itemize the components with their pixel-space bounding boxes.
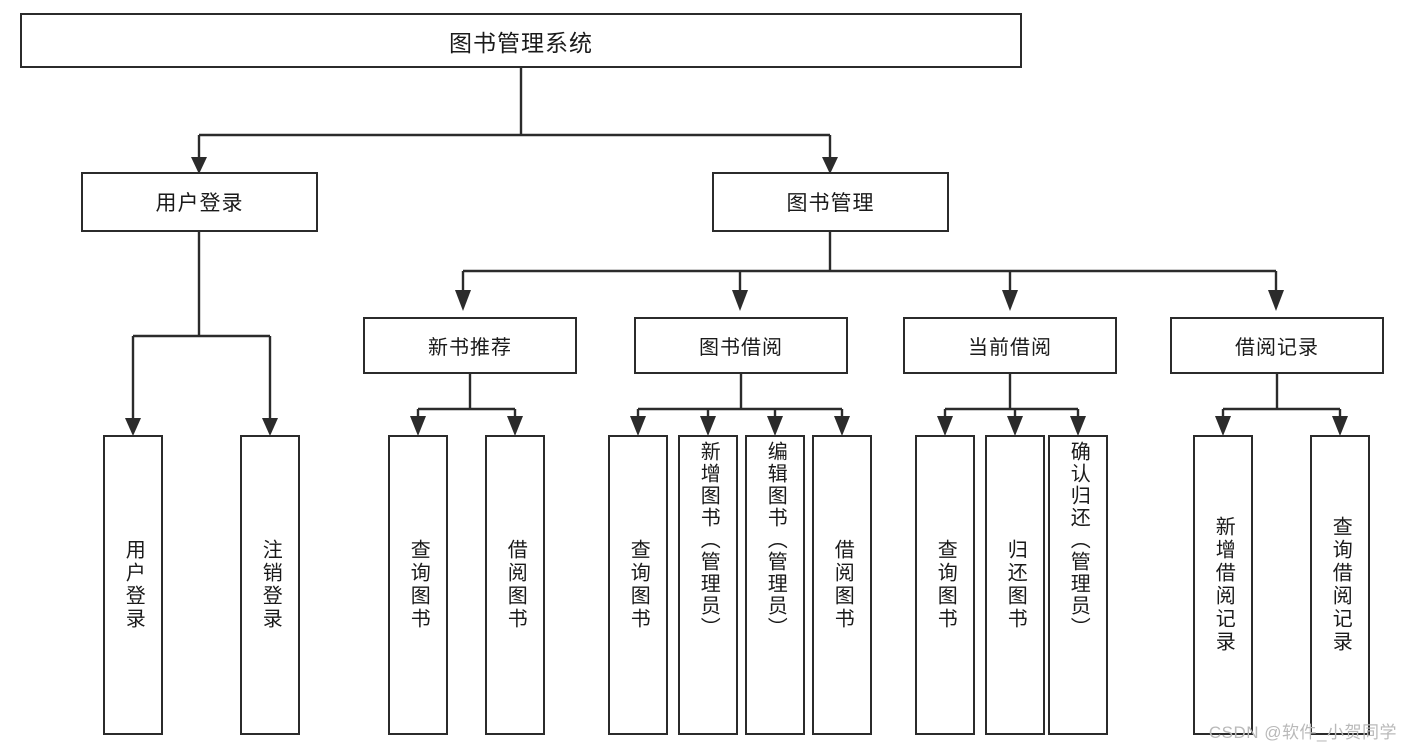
node-root-book-management-system[interactable]: 图书管理系统	[20, 13, 1022, 68]
leaf-label: 借阅图书	[504, 539, 527, 631]
leaf-label: 查询图书	[627, 539, 650, 631]
leaf-query-book-current[interactable]: 查询图书	[915, 435, 975, 735]
leaf-label: 归还图书	[1004, 539, 1027, 631]
node-borrow-record[interactable]: 借阅记录	[1170, 317, 1384, 374]
leaf-label: 用户登录	[122, 539, 145, 631]
leaf-label: 编辑图书（管理员）	[764, 441, 787, 639]
node-label: 借阅记录	[1235, 337, 1319, 359]
leaf-borrow-book[interactable]: 借阅图书	[812, 435, 872, 735]
connector-currentborrow-to-leaves	[937, 374, 1086, 436]
connector-userlogin-to-leaves	[125, 232, 278, 436]
leaf-user-login[interactable]: 用户登录	[103, 435, 163, 735]
connector-borrowrecord-to-leaves	[1215, 374, 1348, 436]
connector-root-to-level1	[191, 68, 838, 174]
connector-bookborrow-to-leaves	[630, 374, 850, 436]
node-user-login[interactable]: 用户登录	[81, 172, 318, 232]
node-book-management[interactable]: 图书管理	[712, 172, 949, 232]
leaf-query-borrow-record[interactable]: 查询借阅记录	[1310, 435, 1370, 735]
leaf-label: 新增借阅记录	[1212, 516, 1235, 654]
watermark-text: CSDN @软件_小贺同学	[1208, 723, 1397, 742]
leaf-add-borrow-record[interactable]: 新增借阅记录	[1193, 435, 1253, 735]
leaf-return-book[interactable]: 归还图书	[985, 435, 1045, 735]
leaf-query-book-recommend[interactable]: 查询图书	[388, 435, 448, 735]
node-label: 图书管理系统	[449, 29, 593, 56]
node-label: 图书管理	[786, 192, 875, 215]
leaf-label: 查询图书	[934, 539, 957, 631]
leaf-label: 查询图书	[407, 539, 430, 631]
leaf-label: 注销登录	[259, 539, 282, 631]
leaf-logout-login[interactable]: 注销登录	[240, 435, 300, 735]
leaf-add-book-admin[interactable]: 新增图书（管理员）	[678, 435, 738, 735]
leaf-edit-book-admin[interactable]: 编辑图书（管理员）	[745, 435, 805, 735]
node-label: 新书推荐	[428, 337, 512, 359]
leaf-query-book-borrow[interactable]: 查询图书	[608, 435, 668, 735]
leaf-label: 借阅图书	[831, 539, 854, 631]
node-label: 用户登录	[155, 192, 244, 215]
leaf-confirm-return-admin[interactable]: 确认归还（管理员）	[1048, 435, 1108, 735]
leaf-label: 查询借阅记录	[1329, 516, 1352, 654]
connector-newbook-to-leaves	[410, 374, 523, 436]
leaf-label: 新增图书（管理员）	[697, 441, 720, 639]
node-current-borrow[interactable]: 当前借阅	[903, 317, 1117, 374]
node-label: 当前借阅	[968, 337, 1052, 359]
connector-bookmgmt-to-level2	[455, 232, 1284, 311]
node-label: 图书借阅	[699, 337, 783, 359]
leaf-label: 确认归还（管理员）	[1067, 441, 1090, 639]
node-book-borrow[interactable]: 图书借阅	[634, 317, 848, 374]
node-new-book-recommend[interactable]: 新书推荐	[363, 317, 577, 374]
leaf-borrow-book-recommend[interactable]: 借阅图书	[485, 435, 545, 735]
